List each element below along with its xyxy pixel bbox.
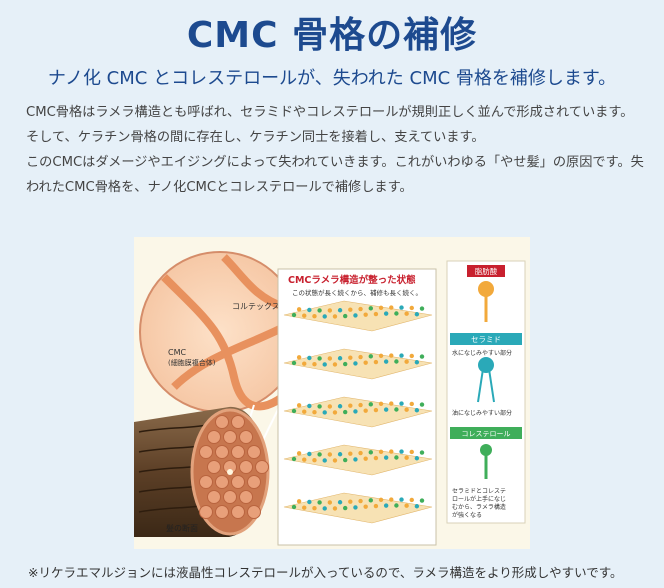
cortex-label: コルテックス xyxy=(232,302,280,311)
paragraph-2: このCMCはダメージやエイジングによって失われていきます。これがいわゆる「やせ髪… xyxy=(26,155,644,195)
cholesterol-desc-1: セラミドとコレステ xyxy=(452,488,506,495)
cmc-figure: コルテックス CMC (細胞膜複合体) 髪の断面 CMCラメラ構造が整った状態 … xyxy=(134,237,530,549)
body-text: CMC骨格はラメラ構造とも呼ばれ、セラミドやコレステロールが規則正しく並んで形成… xyxy=(26,100,646,200)
ceramide-label: セラミド xyxy=(471,335,501,344)
cmc-sublabel: (細胞膜複合体) xyxy=(168,358,216,367)
cmc-label: CMC xyxy=(168,348,186,357)
cortex-zoom: コルテックス CMC (細胞膜複合体) xyxy=(139,251,301,413)
oil-friendly-label: 油になじみやすい部分 xyxy=(452,409,512,417)
lamella-layers xyxy=(283,300,433,524)
molecule-legend: 脂肪酸 セラミド 水になじみやすい部分 油になじみやすい部分 コレステロール セ… xyxy=(446,260,526,524)
hair-cells xyxy=(199,415,269,519)
lamella-panel: CMCラメラ構造が整った状態 この状態が長く続くから、補修も長く続く。 xyxy=(277,268,437,546)
page-subtitle: ナノ化 CMC とコレステロールが、失われた CMC 骨格を補修します。 xyxy=(47,68,617,89)
cholesterol-desc-3: むから、ラメラ構造 xyxy=(452,503,506,511)
cmc-illustration: コルテックス CMC (細胞膜複合体) 髪の断面 CMCラメラ構造が整った状態 … xyxy=(134,251,526,546)
water-friendly-label: 水になじみやすい部分 xyxy=(452,349,512,357)
footnote: ※リケラエマルジョンには液晶性コレステロールが入っているので、ラメラ構造をより形… xyxy=(28,565,623,580)
hair-section-label: 髪の断面 xyxy=(166,523,198,533)
lamella-title: CMCラメラ構造が整った状態 xyxy=(288,274,416,286)
cholesterol-label: コレステロール xyxy=(462,430,511,438)
cholesterol-desc-2: ロールが上手になじ xyxy=(452,495,506,503)
cholesterol-desc-4: が強くなる xyxy=(452,511,482,519)
page-title: CMC 骨格の補修 xyxy=(186,15,478,56)
paragraph-1: CMC骨格はラメラ構造とも呼ばれ、セラミドやコレステロールが規則正しく並んで形成… xyxy=(26,105,634,145)
hair-strand: 髪の断面 xyxy=(134,406,270,537)
fatty-acid-label: 脂肪酸 xyxy=(475,266,498,276)
lamella-subtitle: この状態が長く続くから、補修も長く続く。 xyxy=(292,288,422,297)
